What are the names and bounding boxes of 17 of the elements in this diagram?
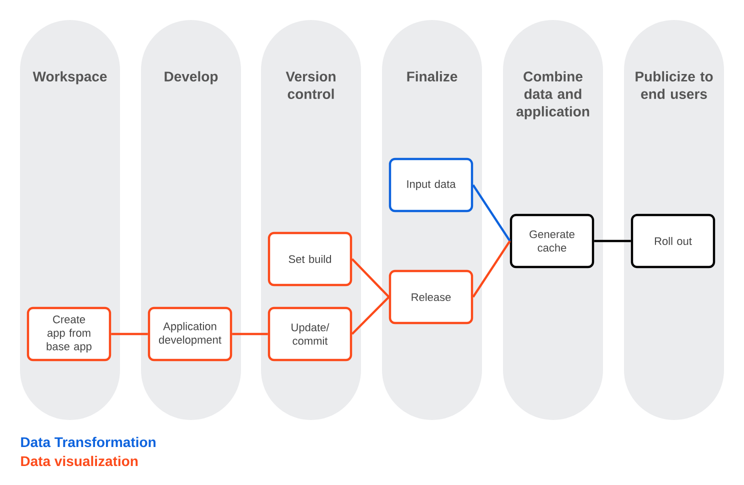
connector-line <box>594 240 631 242</box>
process-box: Create app from base app <box>26 306 112 362</box>
connector-line <box>111 332 148 336</box>
process-box: Update/ commit <box>268 306 352 362</box>
connector-line <box>351 296 390 335</box>
connector-line <box>351 258 390 298</box>
process-box: Generate cache <box>510 214 594 268</box>
process-box: Set build <box>268 232 352 286</box>
connector-line <box>472 184 511 242</box>
legend-entry: Data visualization <box>21 456 138 466</box>
process-box: Application development <box>148 306 232 362</box>
connector-line <box>472 240 511 298</box>
process-box: Input data <box>388 158 474 212</box>
process-box: Release <box>388 270 474 324</box>
legend-entry: Data Transformation <box>21 436 156 448</box>
process-box: Roll out <box>630 214 716 268</box>
connector-line <box>232 332 268 336</box>
